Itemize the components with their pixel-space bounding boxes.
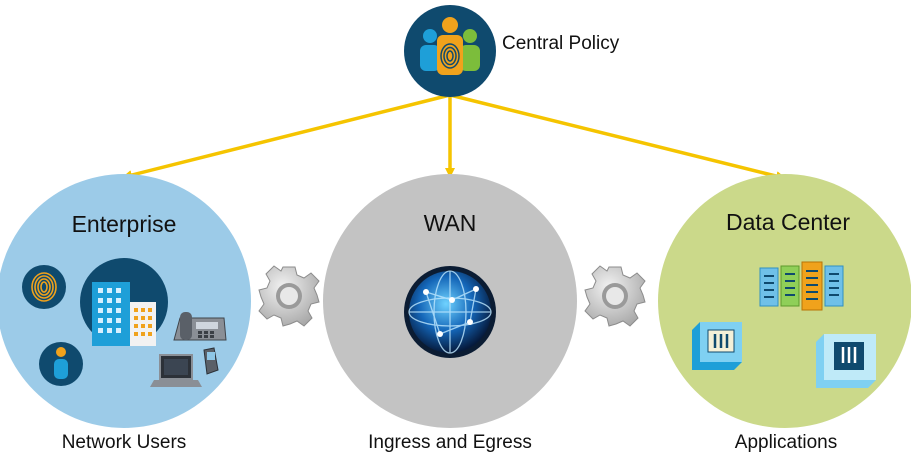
arrow-to-datacenter <box>449 93 786 181</box>
server-rack-icon <box>759 261 844 311</box>
enterprise-node <box>0 174 251 428</box>
globe-network-icon <box>404 266 496 358</box>
central-policy-label: Central Policy <box>502 33 620 54</box>
laptop-icon <box>150 354 202 387</box>
fingerprint-icon <box>22 265 66 309</box>
datacenter-title: Data Center <box>725 209 851 235</box>
ip-phone-icon <box>173 312 227 341</box>
handheld-device-icon <box>203 347 219 375</box>
policy-people-fingerprint-icon <box>404 5 496 97</box>
datacenter-caption: Applications <box>734 432 838 453</box>
arrow-to-enterprise <box>122 93 451 180</box>
enterprise-title: Enterprise <box>71 211 177 237</box>
wan-caption: Ingress and Egress <box>368 432 532 453</box>
application-cube-icon <box>816 334 876 388</box>
enterprise-caption: Network Users <box>61 432 187 453</box>
datacenter-node <box>658 174 911 428</box>
building-icon <box>80 258 168 346</box>
application-cube-icon <box>692 322 742 370</box>
gear-icon <box>258 265 320 327</box>
policy-arrows <box>122 93 786 181</box>
gear-icon <box>584 265 646 327</box>
wan-node <box>323 174 577 428</box>
wan-title: WAN <box>423 210 477 236</box>
user-icon <box>39 342 83 386</box>
